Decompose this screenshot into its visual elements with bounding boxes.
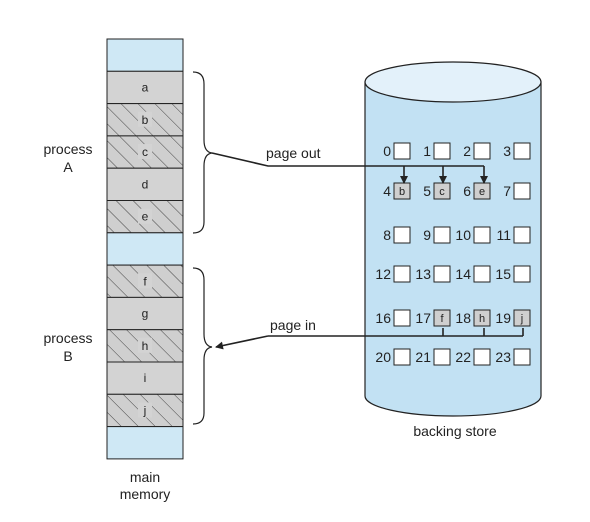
process-a-label-line2: A [63,159,73,175]
slot-box-empty [473,265,491,283]
slot-box-empty [433,226,451,244]
slot-box-empty [473,142,491,160]
slot-box-empty [473,226,491,244]
slot-number: 23 [495,349,511,365]
slot-page-label: h [479,313,485,325]
page-in-label: page in [270,317,316,333]
main-memory-label-line1: main [130,469,160,485]
memory-cell-label-bg [138,337,152,353]
backing-store-label: backing store [413,423,496,439]
slot-page-label: j [520,313,523,325]
slot-number: 21 [415,349,431,365]
memory-cell-label-bg [138,370,152,386]
process-a-brace [192,71,213,234]
slot-box-occupied [473,309,491,327]
memory-cell-label-bg [138,402,152,418]
slot-box-empty [473,348,491,366]
slot-box-empty [513,348,531,366]
slot-number: 10 [455,227,471,243]
page-in-arrow [215,328,524,350]
slot-number: 7 [503,183,511,199]
process-a-label-line1: process [43,141,92,157]
memory-cell-label: d [142,177,149,191]
memory-cell [106,426,184,460]
slot-number: 19 [495,310,511,326]
slot-number: 1 [423,143,431,159]
memory-cell-label-bg [138,305,152,321]
slot-number: 13 [415,266,431,282]
memory-cell-label: c [142,145,148,159]
slot-number: 22 [455,349,471,365]
process-b-brace [192,267,213,425]
memory-cell-label: j [143,403,147,417]
slot-number: 9 [423,227,431,243]
slot-box-empty [393,309,411,327]
memory-cell-label: a [142,80,149,94]
main-memory-column: a b c d e f g h i j [106,38,184,460]
slot-box-empty [433,348,451,366]
memory-cell-label: f [143,274,147,288]
slot-box-empty [393,142,411,160]
slot-number: 11 [496,227,511,243]
slot-number: 8 [383,227,391,243]
slot-box-empty [393,265,411,283]
slot-box-empty [393,226,411,244]
slot-number: 6 [463,183,471,199]
slot-box-empty [433,142,451,160]
slot-box-empty [393,348,411,366]
slot-box-empty [513,182,531,200]
slot-number: 14 [455,266,471,282]
slot-box-empty [513,265,531,283]
slot-number: 4 [383,183,391,199]
memory-cell-label-bg [138,176,152,192]
page-out-arrow [211,152,488,184]
slot-number: 17 [415,310,431,326]
slot-page-label: e [479,186,485,198]
slot-box-empty [433,265,451,283]
memory-cell [106,232,184,266]
memory-cell-label: e [142,210,149,224]
memory-cell-label-bg [138,208,152,224]
memory-cell-label: h [142,339,149,353]
main-memory-label-line2: memory [120,486,171,502]
memory-cell-label-bg [138,273,152,289]
memory-cell [106,38,184,72]
slot-number: 12 [375,266,391,282]
slot-box-empty [513,226,531,244]
slot-number: 3 [503,143,511,159]
slot-number: 0 [383,143,391,159]
memory-cell-label: b [142,113,149,127]
slot-page-label: c [439,186,445,198]
slot-number: 18 [455,310,471,326]
slot-box-occupied [513,309,531,327]
memory-cell-label: i [144,371,147,385]
page-out-label: page out [266,145,321,161]
slot-page-label: b [399,186,405,198]
slot-box-empty [513,142,531,160]
slot-number: 16 [375,310,391,326]
slot-number: 2 [463,143,471,159]
memory-cell-label-bg [138,144,152,160]
slot-page-label: f [440,313,444,325]
slot-number: 15 [495,266,511,282]
memory-cell-label-bg [138,79,152,95]
process-b-label-line1: process [43,330,92,346]
slot-number: 20 [375,349,391,365]
slot-box-occupied [433,309,451,327]
memory-cell-label-bg [138,111,152,127]
slot-number: 5 [423,183,431,199]
process-b-label-line2: B [63,348,72,364]
memory-cell-label: g [142,307,149,321]
